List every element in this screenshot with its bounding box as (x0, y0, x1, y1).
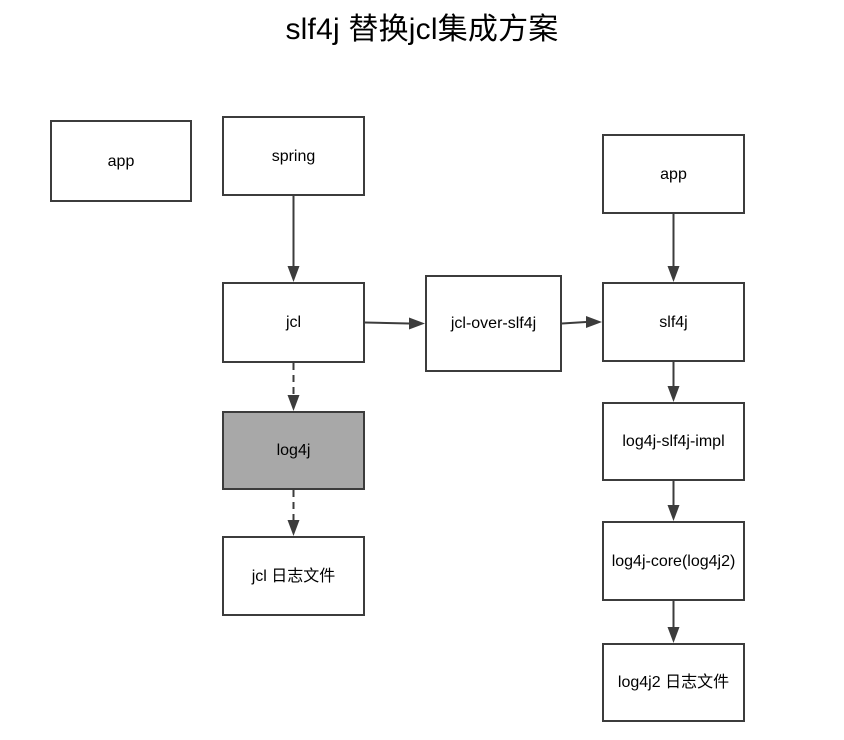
edge-line-jcl-to-jcl-over-slf4j (364, 321, 410, 325)
edge-arrowhead-spring-to-jcl (287, 266, 300, 282)
edge-arrowhead-app-to-slf4j (667, 266, 680, 282)
node-label: log4j2 日志文件 (617, 674, 730, 691)
edge-arrowhead-jcl-to-jcl-over-slf4j (409, 317, 425, 330)
node-app_right[interactable]: app (602, 134, 745, 214)
node-log4j[interactable]: log4j (222, 411, 365, 490)
node-label: log4j (276, 442, 311, 459)
node-label: log4j-core(log4j2) (611, 552, 736, 570)
node-label: app (107, 152, 135, 170)
node-jcl[interactable]: jcl (222, 282, 365, 363)
node-log4j_slf4j_impl[interactable]: log4j-slf4j-impl (602, 402, 745, 481)
node-jcl_over_slf4j[interactable]: jcl-over-slf4j (425, 275, 562, 372)
node-jcl_log_file[interactable]: jcl 日志文件 (222, 536, 365, 616)
node-label: jcl 日志文件 (251, 567, 336, 585)
node-label: jcl (285, 314, 302, 331)
edge-arrowhead-jcl-to-log4j (287, 395, 300, 411)
node-slf4j[interactable]: slf4j (602, 282, 745, 362)
page-title: slf4j 替换jcl集成方案 (285, 13, 559, 46)
node-log4j2_log_file[interactable]: log4j2 日志文件 (602, 643, 745, 722)
node-spring[interactable]: spring (222, 116, 365, 196)
edge-line-jcl-over-slf4j-to-slf4j (561, 321, 587, 325)
node-label: app (660, 165, 687, 183)
edge-arrowhead-impl-to-core (667, 505, 680, 521)
edge-arrowhead-log4j-to-jcl-log-file (287, 520, 300, 536)
edge-arrowhead-jcl-over-slf4j-to-slf4j (586, 316, 602, 328)
node-label: slf4j (659, 313, 688, 331)
node-app_left[interactable]: app (50, 120, 192, 202)
node-label: jcl-over-slf4j (450, 315, 537, 332)
node-label: log4j-slf4j-impl (622, 433, 725, 450)
node-log4j_core[interactable]: log4j-core(log4j2) (602, 521, 745, 601)
edge-arrowhead-slf4j-to-impl (667, 386, 680, 402)
node-label: spring (271, 147, 316, 165)
edge-arrowhead-core-to-log4j2-log-file (667, 627, 680, 643)
